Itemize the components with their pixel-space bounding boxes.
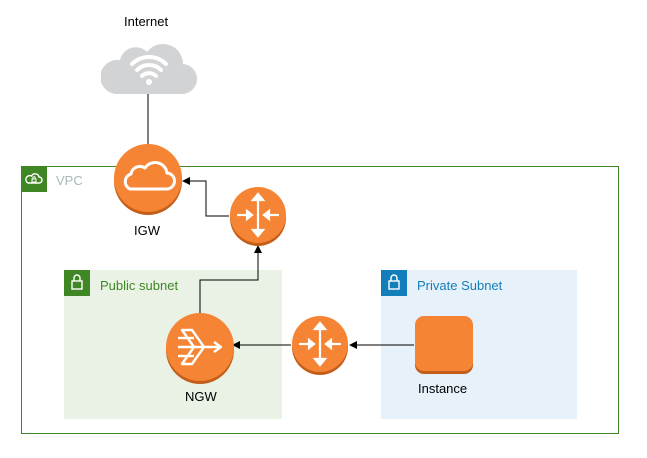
instance-label: Instance	[418, 381, 468, 396]
router-to-igw-arrow	[182, 177, 229, 217]
private-subnet-label: Private Subnet	[417, 278, 503, 293]
router-icon	[230, 187, 286, 246]
cloud-wifi-icon	[100, 44, 198, 95]
ngw-to-router-arrow	[199, 245, 262, 314]
ec2-instance-icon	[415, 316, 473, 374]
vpc-group: VPC	[21, 166, 619, 434]
router-icon	[292, 316, 348, 375]
internet-node	[100, 30, 198, 96]
nat-gateway-icon	[166, 313, 234, 384]
router-top-node	[229, 186, 287, 246]
igw-node	[112, 143, 184, 215]
ngw-label: NGW	[185, 389, 217, 404]
ngw-node	[164, 312, 236, 384]
public-subnet-label: Public subnet	[100, 278, 179, 293]
internet-label: Internet	[124, 14, 169, 29]
instance-node	[415, 316, 473, 374]
vpc-icon	[21, 166, 47, 192]
vpc-label: VPC	[56, 173, 83, 188]
router-bottom-node	[291, 315, 349, 375]
public-subnet-lock-icon	[64, 270, 90, 296]
internet-gateway-icon	[114, 144, 182, 215]
private-subnet-lock-icon	[381, 270, 407, 296]
private-subnet-group: Private Subnet	[381, 270, 577, 419]
igw-label: IGW	[134, 223, 160, 238]
